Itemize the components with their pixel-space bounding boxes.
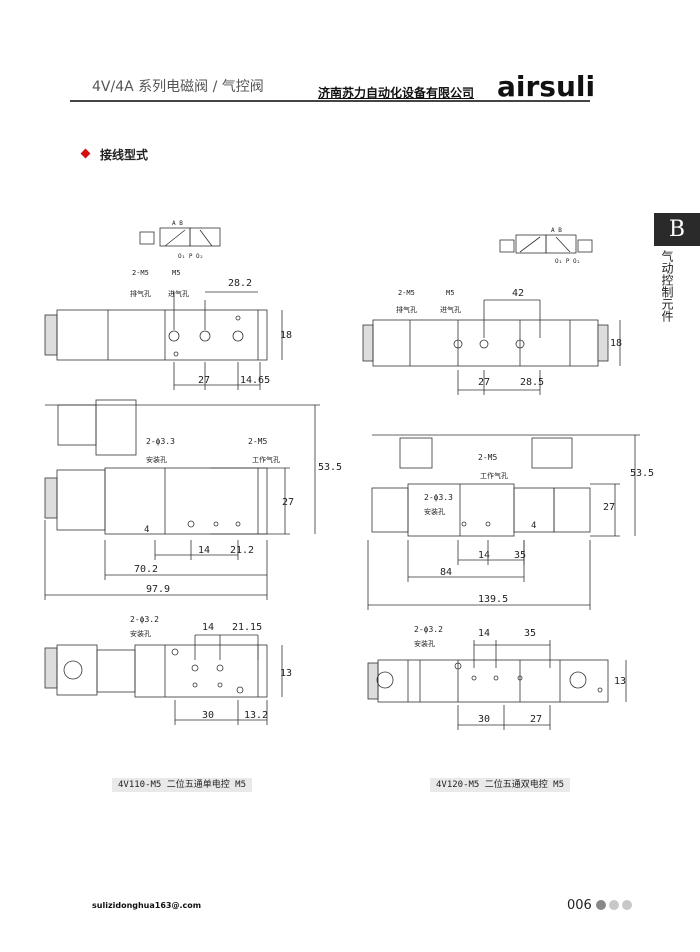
brand-logo: airsuli <box>497 70 596 103</box>
label: 安装孔 <box>130 629 151 638</box>
left-top-coil-cap <box>44 314 58 356</box>
section-title: 接线型式 <box>100 148 149 162</box>
dim: 14 <box>198 545 210 556</box>
dot-icon <box>609 900 619 910</box>
label: 2-M5 <box>398 289 415 297</box>
left-symbol-ports-top: A B <box>172 220 183 227</box>
side-tab-letter: B <box>654 213 700 246</box>
dim: 14 <box>202 622 214 633</box>
label: M5 <box>172 269 180 277</box>
company-name: 济南苏力自动化设备有限公司 <box>318 86 475 100</box>
footer-email: sulizidonghua163@.com <box>92 901 202 910</box>
dim: 21.2 <box>230 545 254 556</box>
dim: 27 <box>198 375 210 386</box>
label: 2-M5 <box>478 453 497 462</box>
dim: 13.2 <box>244 710 268 721</box>
dim: 53.5 <box>630 468 654 479</box>
dim: 14.65 <box>240 375 270 386</box>
dim: 18 <box>280 330 292 341</box>
dot-icon <box>622 900 632 910</box>
label: 安装孔 <box>424 507 445 516</box>
dim: 14 <box>478 628 490 639</box>
label: 安装孔 <box>414 639 435 648</box>
label: 进气孔 <box>440 305 461 314</box>
right-bottom-body <box>377 659 609 703</box>
left-front-coil-head <box>95 399 137 456</box>
label: 2-M5 <box>132 269 149 277</box>
dim: 70.2 <box>134 564 158 575</box>
right-symbol-ports-bottom: O₁ P O₂ <box>555 258 580 265</box>
left-top-port <box>232 330 244 342</box>
dim: 30 <box>478 714 490 725</box>
left-symbol-ports-bottom: O₁ P O₂ <box>178 253 203 260</box>
dim: 4 <box>144 525 149 535</box>
label: 2-ϕ3.2 <box>130 615 159 624</box>
dim: 27 <box>530 714 542 725</box>
left-top-port <box>168 330 180 342</box>
dim: 28.2 <box>228 278 252 289</box>
label: M5 <box>446 289 454 297</box>
dim: 21.15 <box>232 622 262 633</box>
dim: 35 <box>524 628 536 639</box>
dim: 27 <box>478 377 490 388</box>
label: 工作气孔 <box>480 471 508 480</box>
dim: 18 <box>610 338 622 349</box>
dim: 13 <box>614 676 626 687</box>
label: 2-ϕ3.2 <box>414 625 443 634</box>
dim: 13 <box>280 668 292 679</box>
label: 工作气孔 <box>252 455 280 464</box>
page-number: 006 <box>567 898 592 913</box>
left-front-coil <box>57 404 97 446</box>
label: 排气孔 <box>130 289 151 298</box>
left-top-body <box>56 309 268 361</box>
left-top-port <box>199 330 211 342</box>
left-front-body <box>104 467 268 535</box>
right-top-body <box>372 319 599 367</box>
side-tab-label: 气动控制元件 <box>660 250 674 322</box>
dim: 30 <box>202 710 214 721</box>
dim: 139.5 <box>478 594 508 605</box>
header-rule <box>70 100 590 102</box>
label: 进气孔 <box>168 289 189 298</box>
label: 排气孔 <box>396 305 417 314</box>
label: 2-M5 <box>248 437 267 446</box>
dot-icon <box>596 900 606 910</box>
label: 2-ϕ3.3 <box>424 493 453 502</box>
right-caption: 4V120-M5 二位五通双电控 M5 <box>430 778 571 792</box>
series-title: 4V/4A 系列电磁阀 / 气控阀 <box>92 79 264 95</box>
dim: 14 <box>478 550 490 561</box>
dim: 84 <box>440 567 452 578</box>
dim: 4 <box>531 521 536 531</box>
label: 2-ϕ3.3 <box>146 437 175 446</box>
dim: 27 <box>603 502 615 513</box>
dim: 42 <box>512 288 524 299</box>
left-bottom-body <box>134 644 268 698</box>
dim: 35 <box>514 550 526 561</box>
right-symbol-ports-top: A B <box>551 227 562 234</box>
left-caption: 4V110-M5 二位五通单电控 M5 <box>112 778 253 792</box>
dim: 53.5 <box>318 462 342 473</box>
dim: 28.5 <box>520 377 544 388</box>
dim: 97.9 <box>146 584 170 595</box>
label: 安装孔 <box>146 455 167 464</box>
dim: 27 <box>282 497 294 508</box>
left-valve-symbol <box>139 227 221 247</box>
right-valve-symbol <box>499 234 593 254</box>
